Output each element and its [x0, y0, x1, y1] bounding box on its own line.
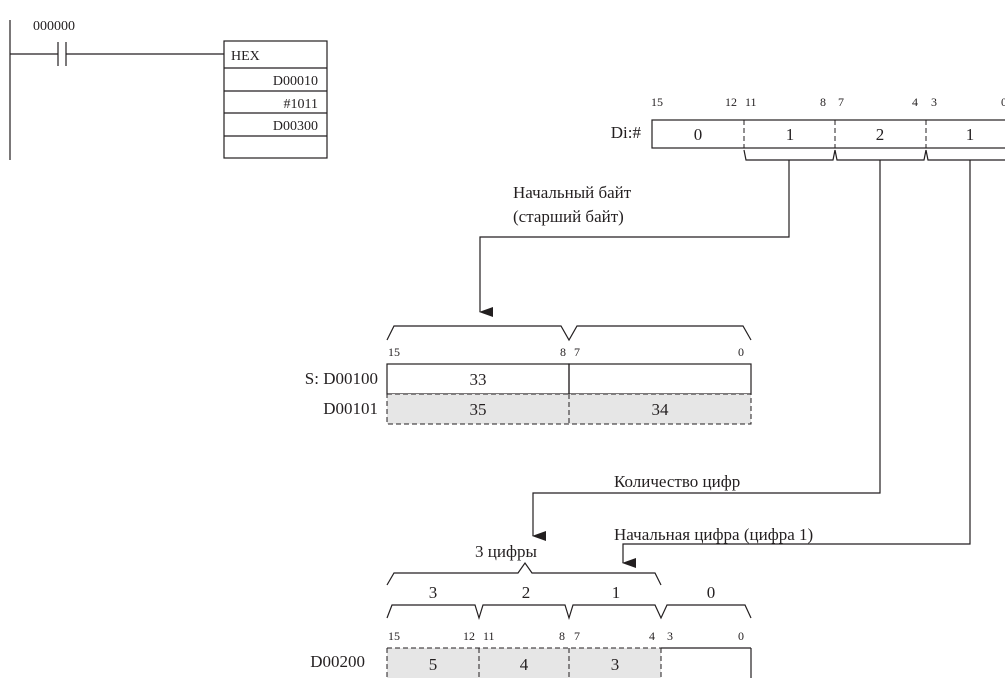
- three-digits-label: 3 цифры: [475, 542, 537, 561]
- digit-count-label: Количество цифр: [614, 472, 740, 491]
- di-bit-0: 0: [1001, 95, 1005, 109]
- dest-bit-12: 12: [463, 629, 475, 643]
- source-row-1-low-cell: [568, 363, 752, 395]
- start-byte-label: Начальный байт: [513, 183, 632, 202]
- digit-number-2: 2: [522, 583, 531, 602]
- di-digit-2: 1: [786, 125, 795, 144]
- dest-bit-7: 7: [574, 629, 580, 643]
- digit-braces: [386, 604, 752, 621]
- operand-control: #1011: [284, 97, 318, 112]
- di-bit-11: 11: [745, 95, 757, 109]
- dest-bit-0: 0: [738, 629, 744, 643]
- source-row-2-high: 35: [470, 400, 487, 419]
- dest-bit-8: 8: [559, 629, 565, 643]
- source-bit-0: 0: [738, 345, 744, 359]
- di-brace-digit-0: [925, 149, 1005, 161]
- start-digit-label: Начальная цифра (цифра 1): [614, 525, 813, 544]
- di-bit-labels: 15 12 11 8 7 4 3 0: [651, 95, 1005, 109]
- three-digits-brace: [386, 561, 662, 586]
- di-word-box: [651, 119, 1005, 149]
- digit-number-1: 1: [612, 583, 621, 602]
- dest-digit-1: 3: [611, 655, 620, 674]
- source-row-2-label: D00101: [323, 399, 378, 418]
- source-bit-7: 7: [574, 345, 580, 359]
- dest-bit-4: 4: [649, 629, 655, 643]
- source-bit-15: 15: [388, 345, 400, 359]
- leader-digit-count: [532, 160, 881, 541]
- operand-destination: D00300: [273, 119, 318, 134]
- di-bit-8: 8: [820, 95, 826, 109]
- di-control-word: Di:# 15 12 11 8 7 4 3 0 0 1 2 1: [611, 95, 1005, 161]
- di-bit-3: 3: [931, 95, 937, 109]
- digit-number-3: 3: [429, 583, 438, 602]
- source-row-1-label: S: D00100: [305, 369, 378, 388]
- source-bit-8: 8: [560, 345, 566, 359]
- di-brace-digit-2: [743, 149, 836, 161]
- dest-digit-3: 5: [429, 655, 438, 674]
- source-words: 15 8 7 0 S: D00100 33 D00101 35 34: [305, 325, 752, 425]
- di-digit-0: 1: [966, 125, 975, 144]
- ladder-rung: 000000 HEX D00010 #1011 D00300: [9, 19, 328, 160]
- dest-bit-15: 15: [388, 629, 400, 643]
- di-digit-1: 2: [876, 125, 885, 144]
- digit-number-0: 0: [707, 583, 716, 602]
- leader-start-byte: [479, 160, 790, 317]
- di-bit-12: 12: [725, 95, 737, 109]
- source-byte-braces: [386, 325, 752, 342]
- dest-bit-11: 11: [483, 629, 495, 643]
- source-row-1-high: 33: [470, 370, 487, 389]
- source-row-2-low: 34: [652, 400, 670, 419]
- di-bit-4: 4: [912, 95, 918, 109]
- dest-bit-3: 3: [667, 629, 673, 643]
- di-label: Di:#: [611, 123, 642, 142]
- di-digit-3: 0: [694, 125, 703, 144]
- destination-word: 3 цифры 3 2 1 0 15 12 11 8 7 4 3 0 D0020…: [310, 542, 752, 678]
- di-bit-15: 15: [651, 95, 663, 109]
- operand-source: D00010: [273, 74, 318, 89]
- di-brace-digit-1: [834, 149, 927, 161]
- leader-start-digit: [622, 160, 971, 568]
- di-bit-7: 7: [838, 95, 844, 109]
- start-byte-sublabel: (старший байт): [513, 207, 624, 226]
- dest-shaded-fill: [387, 648, 661, 678]
- dest-digit-2: 4: [520, 655, 529, 674]
- dest-label: D00200: [310, 652, 365, 671]
- instruction-name: HEX: [231, 49, 260, 64]
- hex-instruction-block: HEX D00010 #1011 D00300: [223, 40, 328, 159]
- source-row-2-frame: [386, 393, 752, 425]
- contact-address: 000000: [33, 19, 75, 34]
- no-contact-symbol: [10, 42, 224, 66]
